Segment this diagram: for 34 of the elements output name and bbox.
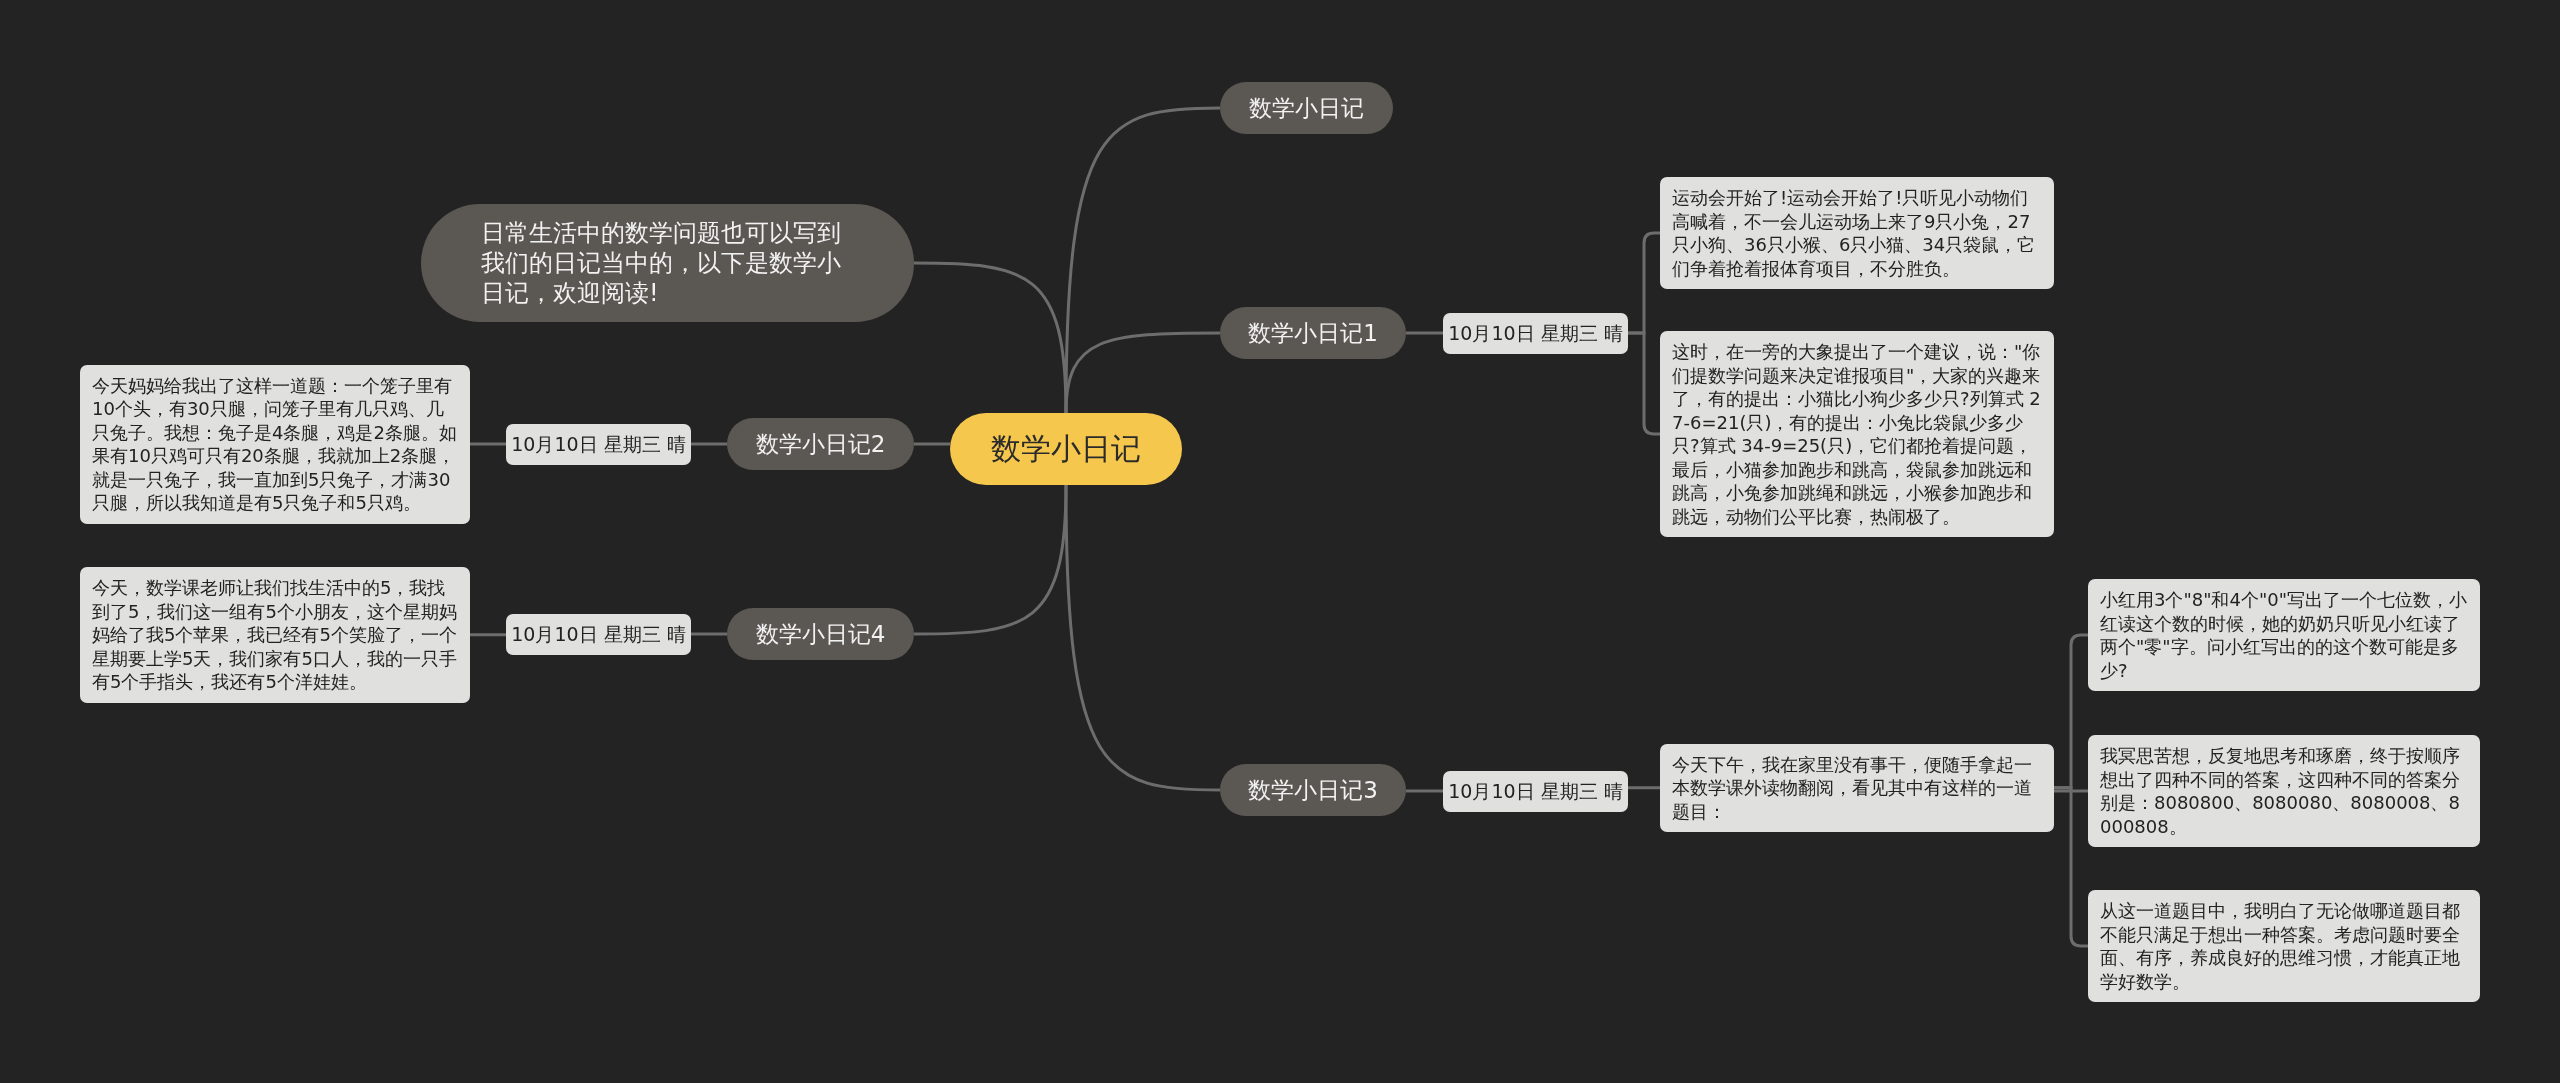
connector-line (914, 442, 950, 446)
note-card: 今天，数学课老师让我们找生活中的5，我找到了5，我们这一组有5个小朋友，这个星期妈妈给了我5个苹果，我已经有5个笑脸了，一个星期要上学5天，我们家有5口人，我的一只手有5个手指头，我还有5个洋娃娃。 (80, 567, 470, 703)
branch-topic: 数学小日记4 (727, 608, 914, 660)
note-card: 今天下午，我在家里没有事干，便随手拿起一本数学课外读物翻阅，看见其中有这样的一道题目： (1660, 743, 2054, 832)
branch-topic: 数学小日记 (1220, 82, 1393, 134)
connector-line (2054, 786, 2088, 948)
central-topic: 数学小日记 (950, 413, 1182, 485)
connector-line (691, 442, 727, 446)
connector-line (1628, 331, 1660, 436)
date-tag: 10月10日 星期三 晴 (1443, 770, 1628, 812)
date-tag: 10月10日 星期三 晴 (506, 423, 691, 465)
connector-line (914, 484, 1068, 636)
note-card: 小红用3个"8"和4个"0"写出了一个七位数，小红读这个数的时候，她的奶奶只听见小红读了两个"零"字。问小红写出的的这个数可能是多少? (2088, 579, 2480, 691)
connector-line (1064, 485, 1221, 792)
note-card: 从这一道题目中，我明白了无论做哪道题目都不能只满足于想出一种答案。考虑问题时要全面、有序，养成良好的思维习惯，才能真正地学好数学。 (2088, 890, 2480, 1002)
connector-line (1406, 789, 1443, 793)
note-card: 运动会开始了!运动会开始了!只听见小动物们高喊着，不一会儿运动场上来了9只小兔，27只小狗、36只小猴、6只小猫、34只袋鼠，它们争着抢着报体育项目，不分胜负。 (1660, 177, 2054, 289)
branch-topic: 数学小日记1 (1220, 307, 1406, 359)
branch-topic: 数学小日记3 (1220, 764, 1406, 816)
connector-line (470, 442, 506, 446)
connector-line (1406, 331, 1443, 335)
connector-line (691, 632, 727, 636)
branch-topic: 数学小日记2 (727, 418, 914, 470)
note-card: 我冥思苦想，反复地思考和琢磨，终于按顺序想出了四种不同的答案，这四种不同的答案分别是：8080800、8080080、8080008、8000808。 (2088, 735, 2480, 847)
date-tag: 10月10日 星期三 晴 (1443, 312, 1628, 354)
connector-line (470, 633, 506, 637)
connector-line (1064, 331, 1220, 414)
connector-line (914, 261, 1068, 414)
date-tag: 10月10日 星期三 晴 (506, 613, 691, 655)
note-card: 今天妈妈给我出了这样一道题：一个笼子里有10个头，有30只腿，问笼子里有几只鸡、几只兔子。我想：兔子是4条腿，鸡是2条腿。如果有10只鸡可只有20条腿，我就加上2条腿，就是一只兔子，我一直加到5只兔子，才满30只腿，所以我知道是有5只兔子和5只鸡。 (80, 364, 470, 524)
intro-bubble: 日常生活中的数学问题也可以写到我们的日记当中的，以下是数学小日记，欢迎阅读! (421, 204, 914, 322)
note-card: 这时，在一旁的大象提出了一个建议，说："你们提数学问题来决定谁报项目"，大家的兴趣来了，有的提出：小猫比小狗少多少只?列算式 27-6=21(只)，有的提出：小兔比袋鼠少多少只?算式 34-9=25(只)，它们都抢着提问题，最后，小猫参加跑步和跳高，袋鼠参加跳远和跳高，小兔参加跳绳和跳远，小猴参加跑步和跳远，动物们公平比赛，热闹极了。 (1660, 331, 2054, 537)
connector-line (1628, 786, 1660, 790)
connector-line (2054, 789, 2088, 793)
